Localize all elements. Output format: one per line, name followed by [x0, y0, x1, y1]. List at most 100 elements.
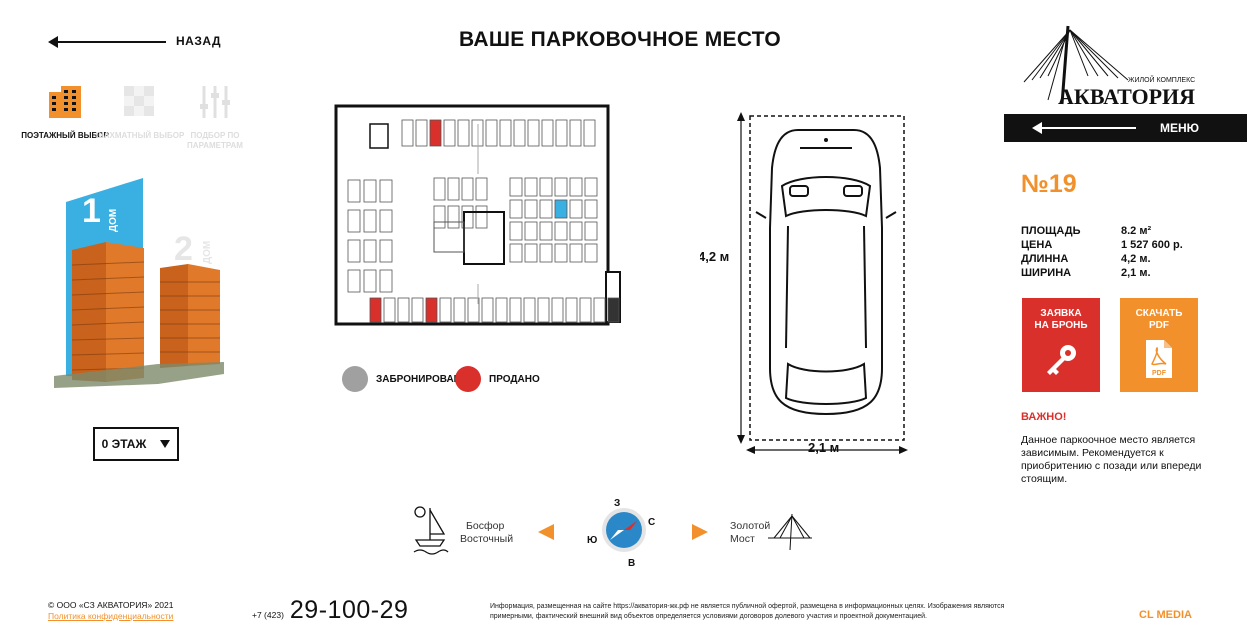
parking-spot[interactable]: [447, 205, 460, 229]
mode-params-select[interactable]: ПОДБОР ПО ПАРАМЕТРАМ: [170, 84, 260, 151]
developer-brand[interactable]: CL MEDIA: [1139, 609, 1192, 621]
parking-spot[interactable]: [539, 177, 553, 197]
parking-spot[interactable]: [554, 243, 568, 263]
parking-spot[interactable]: [379, 209, 393, 233]
parking-spot[interactable]: [347, 209, 361, 233]
parking-spot[interactable]: [363, 269, 377, 293]
parking-spot[interactable]: [509, 297, 522, 323]
parking-spot[interactable]: [475, 177, 488, 201]
parking-spot[interactable]: [524, 199, 538, 219]
parking-spot[interactable]: [593, 297, 606, 323]
parking-spot[interactable]: [524, 177, 538, 197]
privacy-policy-link[interactable]: Политика конфиденциальности: [48, 611, 174, 621]
parking-spot[interactable]: [379, 239, 393, 263]
parking-spot[interactable]: [363, 179, 377, 203]
mode-chess-select[interactable]: ШАХМАТНЫЙ ВЫБОР: [95, 84, 185, 141]
parking-spot[interactable]: [584, 199, 598, 219]
parking-spot[interactable]: [569, 119, 582, 147]
mode-floor-select[interactable]: ПОЭТАЖНЫЙ ВЫБОР: [20, 84, 110, 141]
parking-spot[interactable]: [363, 209, 377, 233]
parking-spot[interactable]: [461, 177, 474, 201]
parking-spot[interactable]: [541, 119, 554, 147]
parking-spot[interactable]: [584, 243, 598, 263]
parking-spot[interactable]: [383, 297, 396, 323]
parking-spot[interactable]: [485, 119, 498, 147]
parking-spot[interactable]: [425, 297, 438, 323]
parking-spot[interactable]: [565, 297, 578, 323]
parking-spot[interactable]: [539, 243, 553, 263]
parking-spot[interactable]: [439, 297, 452, 323]
copyright-block: © ООО «СЗ АКВАТОРИЯ» 2021 Политика конфи…: [48, 600, 173, 622]
floor-select[interactable]: 0 ЭТАЖ: [93, 427, 179, 461]
parking-spot[interactable]: [475, 205, 488, 229]
parking-spot[interactable]: [481, 297, 494, 323]
parking-spot[interactable]: [495, 297, 508, 323]
mode-params-label: ПОДБОР ПО ПАРАМЕТРАМ: [187, 131, 243, 150]
parking-spot[interactable]: [363, 239, 377, 263]
parking-spot[interactable]: [447, 177, 460, 201]
parking-spot[interactable]: [583, 119, 596, 147]
parking-spot[interactable]: [499, 119, 512, 147]
parking-spot[interactable]: [569, 221, 583, 241]
parking-spot[interactable]: [347, 179, 361, 203]
parking-floor-plan[interactable]: [334, 104, 624, 330]
parking-spot[interactable]: [523, 297, 536, 323]
parking-spot[interactable]: [554, 221, 568, 241]
parking-spot[interactable]: [569, 177, 583, 197]
parking-spot[interactable]: [551, 297, 564, 323]
parking-spot[interactable]: [569, 199, 583, 219]
parking-spot[interactable]: [584, 221, 598, 241]
parking-spot[interactable]: [569, 243, 583, 263]
menu-button[interactable]: МЕНЮ: [1004, 114, 1247, 142]
parking-spot[interactable]: [555, 119, 568, 147]
parking-spot[interactable]: [539, 221, 553, 241]
parking-spot[interactable]: [537, 297, 550, 323]
parking-spot[interactable]: [467, 297, 480, 323]
phone-number[interactable]: 29-100-29: [289, 596, 409, 624]
parking-spot[interactable]: [509, 177, 523, 197]
parking-spot[interactable]: [433, 205, 446, 229]
parking-spot[interactable]: [379, 269, 393, 293]
parking-spot[interactable]: [607, 297, 620, 323]
parking-spot[interactable]: [524, 221, 538, 241]
parking-spot[interactable]: [411, 297, 424, 323]
parking-spot[interactable]: [347, 239, 361, 263]
back-link[interactable]: НАЗАД: [48, 30, 228, 54]
parking-spot[interactable]: [457, 119, 470, 147]
parking-spot[interactable]: [429, 119, 442, 147]
parking-spot[interactable]: [524, 243, 538, 263]
parking-spot[interactable]: [509, 221, 523, 241]
parking-spot[interactable]: [401, 119, 414, 147]
parking-spot[interactable]: [584, 177, 598, 197]
building-selector[interactable]: 1 ДОМ 2 ДОМ: [48, 170, 258, 390]
parking-spot[interactable]: [509, 199, 523, 219]
parking-spot[interactable]: [461, 205, 474, 229]
parking-spot[interactable]: [579, 297, 592, 323]
akvatoria-logo[interactable]: ЖИЛОЙ КОМПЛЕКС АКВАТОРИЯ: [1018, 18, 1208, 114]
phone-block[interactable]: +7 (423) 29-100-29: [252, 596, 408, 625]
parking-spot[interactable]: [509, 243, 523, 263]
parking-spot[interactable]: [513, 119, 526, 147]
parking-spot[interactable]: [453, 297, 466, 323]
parking-spot[interactable]: [415, 119, 428, 147]
parking-spot[interactable]: [539, 199, 553, 219]
parking-spot[interactable]: [347, 269, 361, 293]
parking-spot[interactable]: [433, 177, 446, 201]
building-2-caption: ДОМ: [202, 241, 213, 264]
parking-spot[interactable]: [369, 297, 382, 323]
building-2-number: 2: [174, 230, 193, 268]
parking-spot[interactable]: [397, 297, 410, 323]
parking-spot[interactable]: [554, 177, 568, 197]
page-title: ВАШЕ ПАРКОВОЧНОЕ МЕСТО: [458, 28, 782, 51]
parking-spot[interactable]: [443, 119, 456, 147]
parking-spot-selected[interactable]: [554, 199, 568, 219]
chevron-left-icon[interactable]: [538, 524, 554, 540]
chevron-right-icon[interactable]: [692, 524, 708, 540]
parking-spot[interactable]: [379, 179, 393, 203]
parking-spot[interactable]: [527, 119, 540, 147]
legend-reserved: ЗАБРОНИРОВАНО: [342, 366, 469, 392]
compass-n: З: [614, 498, 620, 509]
